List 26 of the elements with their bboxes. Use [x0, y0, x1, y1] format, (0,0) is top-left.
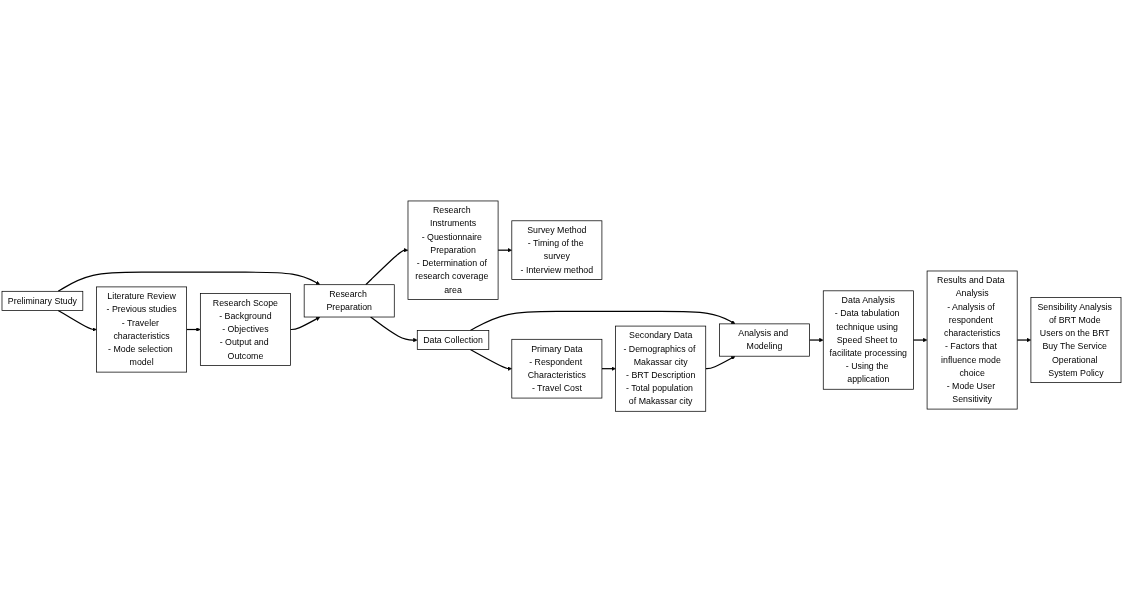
node-box: Analysis and Modeling: [719, 323, 810, 357]
node-box: Data Collection: [416, 330, 490, 350]
node-box: Data Analysis - Data tabulation technique using Speed Sheet to facilitate processing - Using the application: [822, 290, 914, 390]
node-box: Results and Data Analysis - Analysis of respondent characteristics - Factors that influence mode choice - Mode User Sensitivity: [926, 270, 1018, 410]
node-box: Survey Method - Timing of the survey - Interview method: [511, 220, 603, 280]
arrow: [497, 247, 512, 253]
node-box: Research Instruments - Questionnaire Preparation - Determination of research coverage area: [407, 200, 499, 300]
arrow: [469, 348, 512, 371]
node-box: Sensibility Analysis of BRT Mode Users on the BRT Buy The Service Operational System Policy: [1030, 296, 1122, 383]
arrow: [57, 271, 321, 292]
arrow: [469, 310, 736, 331]
node-box: Preliminary Study: [1, 290, 84, 311]
arrow: [808, 337, 824, 343]
node-box: Research Scope - Background - Objectives - Output and Outcome: [200, 293, 291, 366]
node-box: Primary Data - Respondent Characteristics - Travel Cost: [511, 338, 603, 399]
arrow: [365, 247, 409, 286]
arrow: [186, 327, 201, 332]
arrow: [912, 337, 928, 343]
arrow: [57, 309, 97, 332]
arrow: [289, 316, 321, 330]
node-box: Secondary Data - Demographics of Makassar city - BRT Description - Total population of Makassar city: [615, 325, 707, 412]
node-box: Research Preparation: [303, 284, 395, 318]
arrow: [705, 355, 736, 370]
arrow: [370, 316, 418, 343]
arrow: [1016, 337, 1032, 343]
node-box: Literature Review - Previous studies - Traveler characteristics - Mode selection model: [96, 286, 187, 373]
